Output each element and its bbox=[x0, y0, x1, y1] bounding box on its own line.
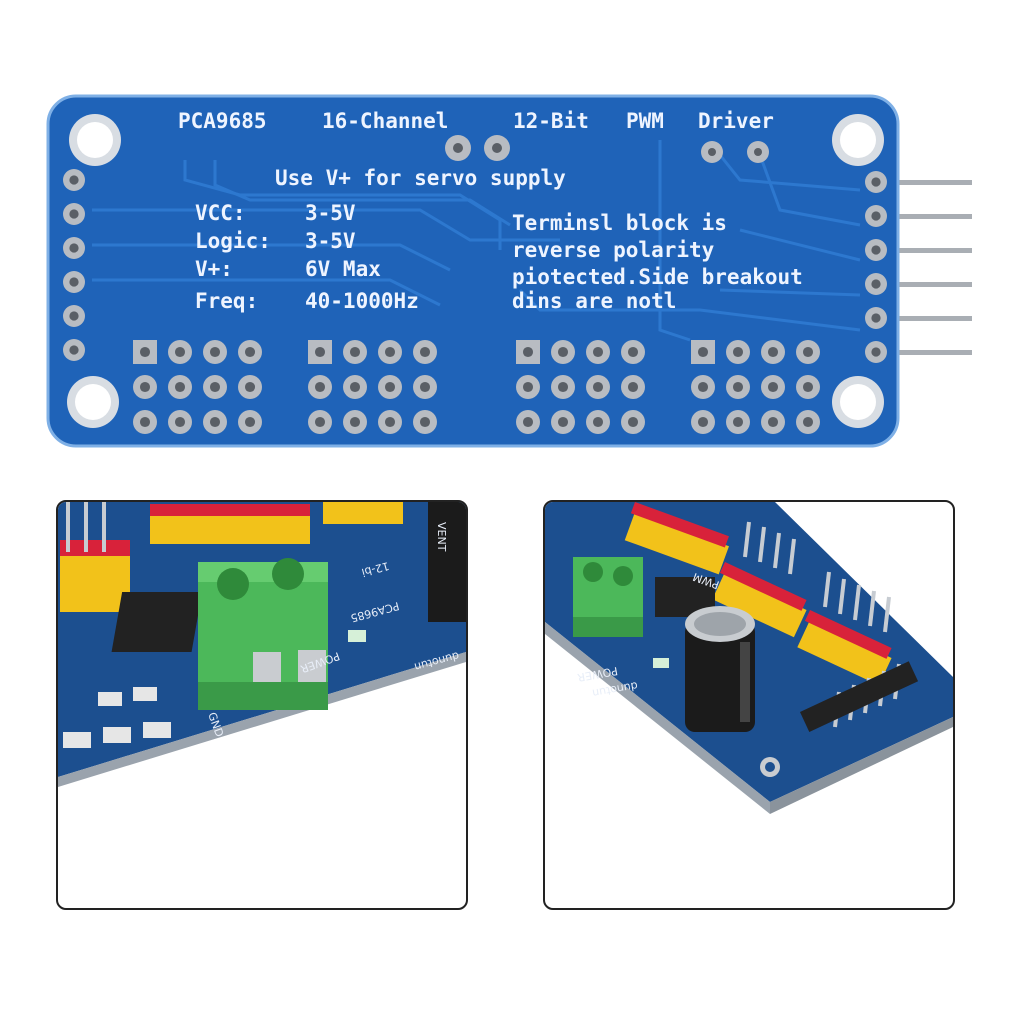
green-terminal-block bbox=[198, 558, 328, 710]
spec-label-vplus: V+: bbox=[195, 257, 233, 281]
right-breakout-pads bbox=[865, 171, 887, 363]
pcb-edge bbox=[545, 622, 770, 814]
board-title-part: PCA9685 bbox=[178, 109, 267, 133]
angled-board-illustration: POWER dunotun PWM bbox=[545, 502, 953, 814]
pcb-body bbox=[48, 96, 898, 446]
right-header-pins bbox=[890, 180, 972, 355]
spec-label-logic: Logic: bbox=[195, 229, 271, 253]
capacitor bbox=[428, 502, 466, 622]
terminal-note-line-1: Terminsl block is bbox=[512, 211, 727, 235]
servo-headers-yellow-red bbox=[60, 502, 403, 612]
green-terminal-block bbox=[573, 557, 643, 637]
spec-value-vplus: 6V Max bbox=[305, 257, 381, 281]
terminal-closeup-illustration: GND POWER dunotun PCA9685 12-bi VENT bbox=[58, 502, 466, 787]
supply-note: Use V+ for servo supply bbox=[275, 166, 566, 190]
left-breakout-pads bbox=[63, 169, 85, 361]
servo-header-pads bbox=[133, 340, 820, 434]
pca9685-chip bbox=[111, 592, 203, 652]
smd-components bbox=[63, 630, 366, 748]
board-title-driver: Driver bbox=[698, 109, 774, 133]
mounting-holes bbox=[67, 114, 884, 428]
electrolytic-capacitor bbox=[685, 606, 755, 732]
silk-cap: VENT bbox=[435, 522, 448, 552]
pcb-back-view: PCA9685 16-Channel 12-Bit PWM Driver Use… bbox=[46, 94, 972, 448]
pcb-edge bbox=[58, 652, 466, 787]
spec-label-freq: Freq: bbox=[195, 289, 258, 313]
servo-headers bbox=[624, 502, 892, 686]
terminal-note-line-4: dins are notl bbox=[512, 289, 676, 313]
board-title-channels: 16-Channel bbox=[322, 109, 448, 133]
terminal-note-line-3: piotected.Side breakout bbox=[512, 265, 803, 289]
spec-label-vcc: VCC: bbox=[195, 201, 246, 225]
spec-value-freq: 40-1000Hz bbox=[305, 289, 419, 313]
spec-value-vcc: 3-5V bbox=[305, 201, 356, 225]
side-breakout-header bbox=[800, 661, 919, 732]
inset-photo-terminal-closeup: GND POWER dunotun PCA9685 12-bi VENT bbox=[56, 500, 468, 910]
terminal-note-line-2: reverse polarity bbox=[512, 238, 715, 262]
pcb-traces bbox=[92, 140, 861, 342]
inset-photo-angled-board: POWER dunotun PWM bbox=[543, 500, 955, 910]
power-led bbox=[653, 658, 669, 668]
vias bbox=[445, 135, 769, 163]
board-title-bits: 12-Bit bbox=[513, 109, 589, 133]
spec-value-logic: 3-5V bbox=[305, 229, 356, 253]
board-title-pwm: PWM bbox=[626, 109, 664, 133]
header-pins-silver bbox=[66, 502, 106, 552]
